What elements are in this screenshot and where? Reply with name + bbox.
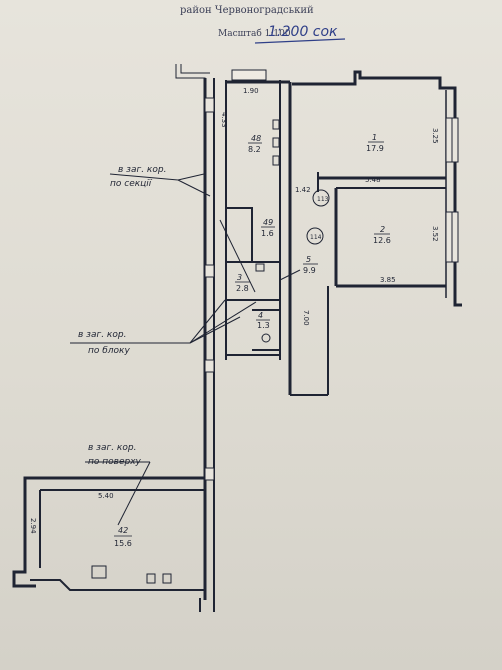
room49-number: 49 [263, 218, 273, 227]
dim-lower-side: 2.94 [29, 518, 37, 534]
room2-number: 2 [380, 225, 385, 234]
dim-corridor-side: 4.33 [220, 112, 228, 128]
room4-area: 1.3 [257, 321, 270, 330]
room3-area: 2.8 [236, 284, 249, 293]
dim-room2-side: 3.52 [431, 226, 439, 242]
room49-area: 1.6 [261, 229, 274, 238]
dim-room1-bottom: 5.48 [365, 176, 381, 184]
scale-label: Масштаб 1:100 [218, 29, 291, 39]
room42-area: 15.6 [114, 539, 132, 548]
room48-area: 8.2 [248, 145, 261, 154]
room5-area: 9.9 [303, 266, 316, 275]
note-block-line2: по блоку [88, 346, 130, 356]
room5-number: 5 [306, 255, 311, 264]
dim-corridor-top: 1.90 [243, 87, 259, 95]
dim-hall: 1.42 [295, 186, 311, 194]
dim-room1-side: 3.25 [431, 128, 439, 144]
note-floor-line1: в заг. кор. [88, 443, 136, 453]
room42-number: 42 [118, 526, 128, 535]
room3-number: 3 [237, 273, 242, 282]
note-block-line1: в заг. кор. [78, 330, 126, 340]
room2-area: 12.6 [373, 236, 391, 245]
dim-lower-top: 5.40 [98, 492, 114, 500]
room1-area: 17.9 [366, 144, 384, 153]
note-section-line2: по секції [110, 179, 153, 189]
door-114: 114 [310, 234, 322, 241]
note-section-line1: в заг. кор. [118, 165, 166, 175]
scale-handwritten: 1:200 сок [268, 24, 338, 40]
room4-number: 4 [258, 311, 263, 320]
room48-number: 48 [251, 134, 261, 143]
door-113: 113 [317, 196, 329, 203]
note-floor-line2: по поверху [88, 457, 142, 467]
district-title: район Червоноградський [180, 5, 314, 16]
dim-room2-bottom: 3.85 [380, 276, 396, 284]
dim-hall-length: 7.00 [302, 310, 310, 326]
room1-number: 1 [372, 133, 377, 142]
